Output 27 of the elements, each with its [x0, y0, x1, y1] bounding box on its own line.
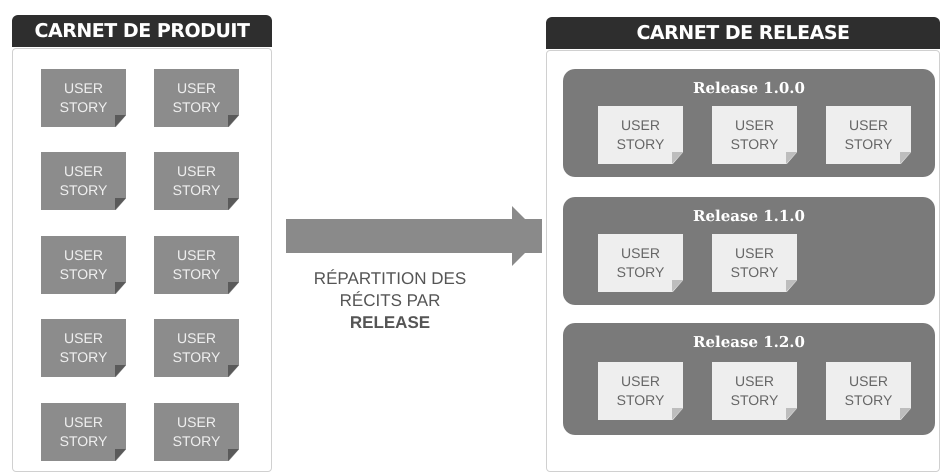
release-title: Release 1.1.0: [692, 206, 806, 227]
story-card: USER STORY: [712, 362, 797, 420]
story-card: USER STORY: [712, 106, 797, 164]
story-card: USER STORY: [826, 106, 911, 164]
panel-heading: CARNET DE RELEASE: [546, 17, 940, 49]
story-card: USER STORY: [154, 236, 239, 294]
story-card: USER STORY: [41, 403, 126, 461]
story-card: USER STORY: [41, 236, 126, 294]
story-card: USER STORY: [154, 152, 239, 210]
story-card: USER STORY: [598, 106, 683, 164]
release-group: [563, 323, 935, 435]
story-card: USER STORY: [712, 234, 797, 292]
release-title: Release 1.0.0: [692, 78, 806, 99]
story-card: USER STORY: [598, 362, 683, 420]
story-card: USER STORY: [598, 234, 683, 292]
release-group: [563, 197, 935, 305]
release-title: Release 1.2.0: [692, 332, 806, 353]
story-card: USER STORY: [826, 362, 911, 420]
arrow: [286, 206, 542, 266]
story-card: USER STORY: [41, 69, 126, 127]
story-card: USER STORY: [154, 403, 239, 461]
story-card: USER STORY: [154, 319, 239, 377]
panel-heading: CARNET DE PRODUIT: [12, 15, 272, 47]
story-card: USER STORY: [41, 319, 126, 377]
story-card: USER STORY: [41, 152, 126, 210]
release-group: [563, 69, 935, 177]
story-card: USER STORY: [154, 69, 239, 127]
